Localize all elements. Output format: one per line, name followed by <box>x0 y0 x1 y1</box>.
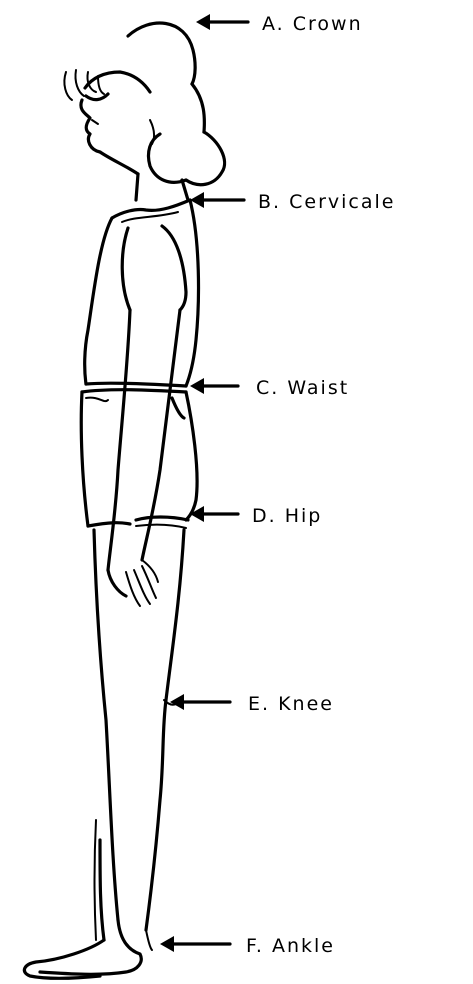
label-hip: D. Hip <box>252 505 322 527</box>
label-knee: E. Knee <box>248 693 334 715</box>
arm <box>108 310 180 606</box>
arrow-ankle <box>160 936 230 952</box>
legs <box>94 530 184 940</box>
head <box>64 23 224 200</box>
arrow-crown <box>196 14 248 30</box>
arrow-hip <box>190 506 238 522</box>
child-figure <box>24 23 224 978</box>
torso <box>85 200 199 386</box>
arrow-waist <box>190 378 238 394</box>
label-waist: C. Waist <box>256 377 349 399</box>
landmark-arrows <box>160 14 248 952</box>
feet <box>24 920 152 978</box>
arrow-cervicale <box>190 192 244 208</box>
arrow-knee <box>170 694 230 710</box>
label-crown: A. Crown <box>262 13 363 35</box>
label-ankle: F. Ankle <box>246 935 335 957</box>
landmark-labels: A. Crown B. Cervicale C. Waist D. Hip E.… <box>246 13 395 957</box>
shorts <box>81 390 197 528</box>
label-cervicale: B. Cervicale <box>258 191 395 213</box>
